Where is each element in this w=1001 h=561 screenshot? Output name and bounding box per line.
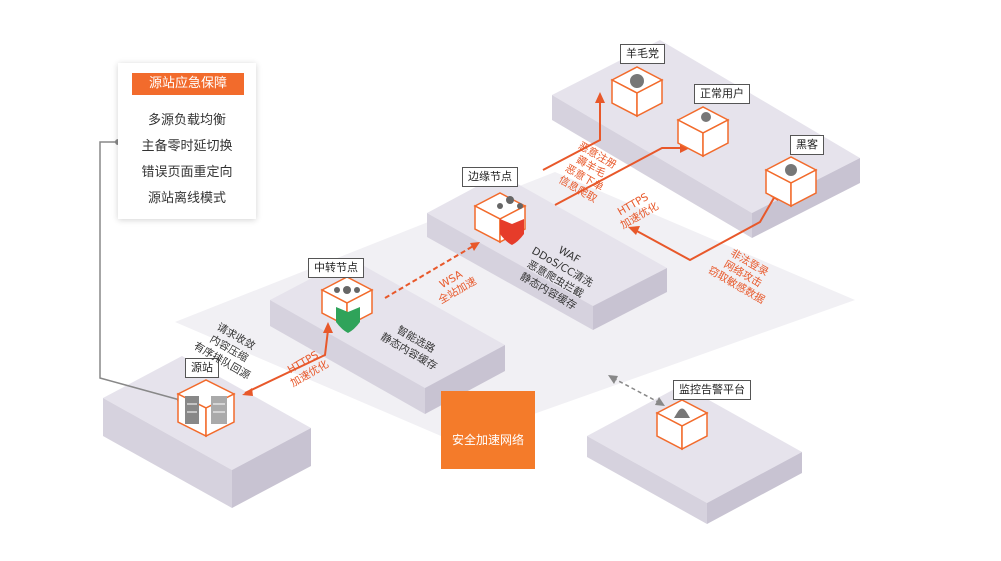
arrow-monitor bbox=[612, 377, 661, 404]
legend-connector bbox=[99, 141, 181, 401]
node-label-hacker: 黑客 bbox=[790, 135, 824, 155]
node-label-wool: 羊毛党 bbox=[620, 44, 665, 64]
users-cube-icon bbox=[676, 106, 730, 158]
origin-emergency-legend: 源站应急保障 多源负载均衡 主备零时延切换 错误页面重定向 源站离线模式 bbox=[118, 63, 256, 219]
arrow-origin-relay bbox=[244, 329, 329, 394]
relay-cube-icon bbox=[320, 276, 374, 333]
arrow-edge-wool bbox=[542, 100, 601, 171]
node-label-relay: 中转节点 bbox=[308, 258, 364, 278]
legend-item: 多源负载均衡 bbox=[147, 113, 226, 128]
monitor-platform bbox=[587, 385, 802, 524]
node-label-origin: 源站 bbox=[185, 358, 219, 378]
origin-cube-icon bbox=[176, 379, 236, 438]
edge-cube-icon bbox=[473, 192, 527, 245]
node-label-monitor: 监控告警平台 bbox=[673, 380, 751, 400]
legend-item: 源站离线模式 bbox=[147, 191, 226, 206]
legend-item: 错误页面重定向 bbox=[141, 165, 233, 180]
secure-network-banner: 安全加速网络 bbox=[441, 391, 535, 469]
legend-item: 主备零时延切换 bbox=[141, 139, 233, 154]
network-floor bbox=[175, 172, 855, 442]
hacker-cube-icon bbox=[764, 156, 818, 208]
arrow-edge-hacker bbox=[634, 195, 776, 262]
arrow-relay-edge bbox=[384, 244, 476, 299]
monitor-cube-icon bbox=[655, 399, 709, 451]
node-label-edge: 边缘节点 bbox=[462, 167, 518, 187]
wool-cube-icon bbox=[610, 66, 664, 118]
arrow-edge-users bbox=[554, 147, 682, 206]
network-label: 安全加速网络 bbox=[451, 433, 524, 447]
legend-title: 源站应急保障 bbox=[132, 73, 244, 95]
node-label-users: 正常用户 bbox=[694, 84, 750, 104]
